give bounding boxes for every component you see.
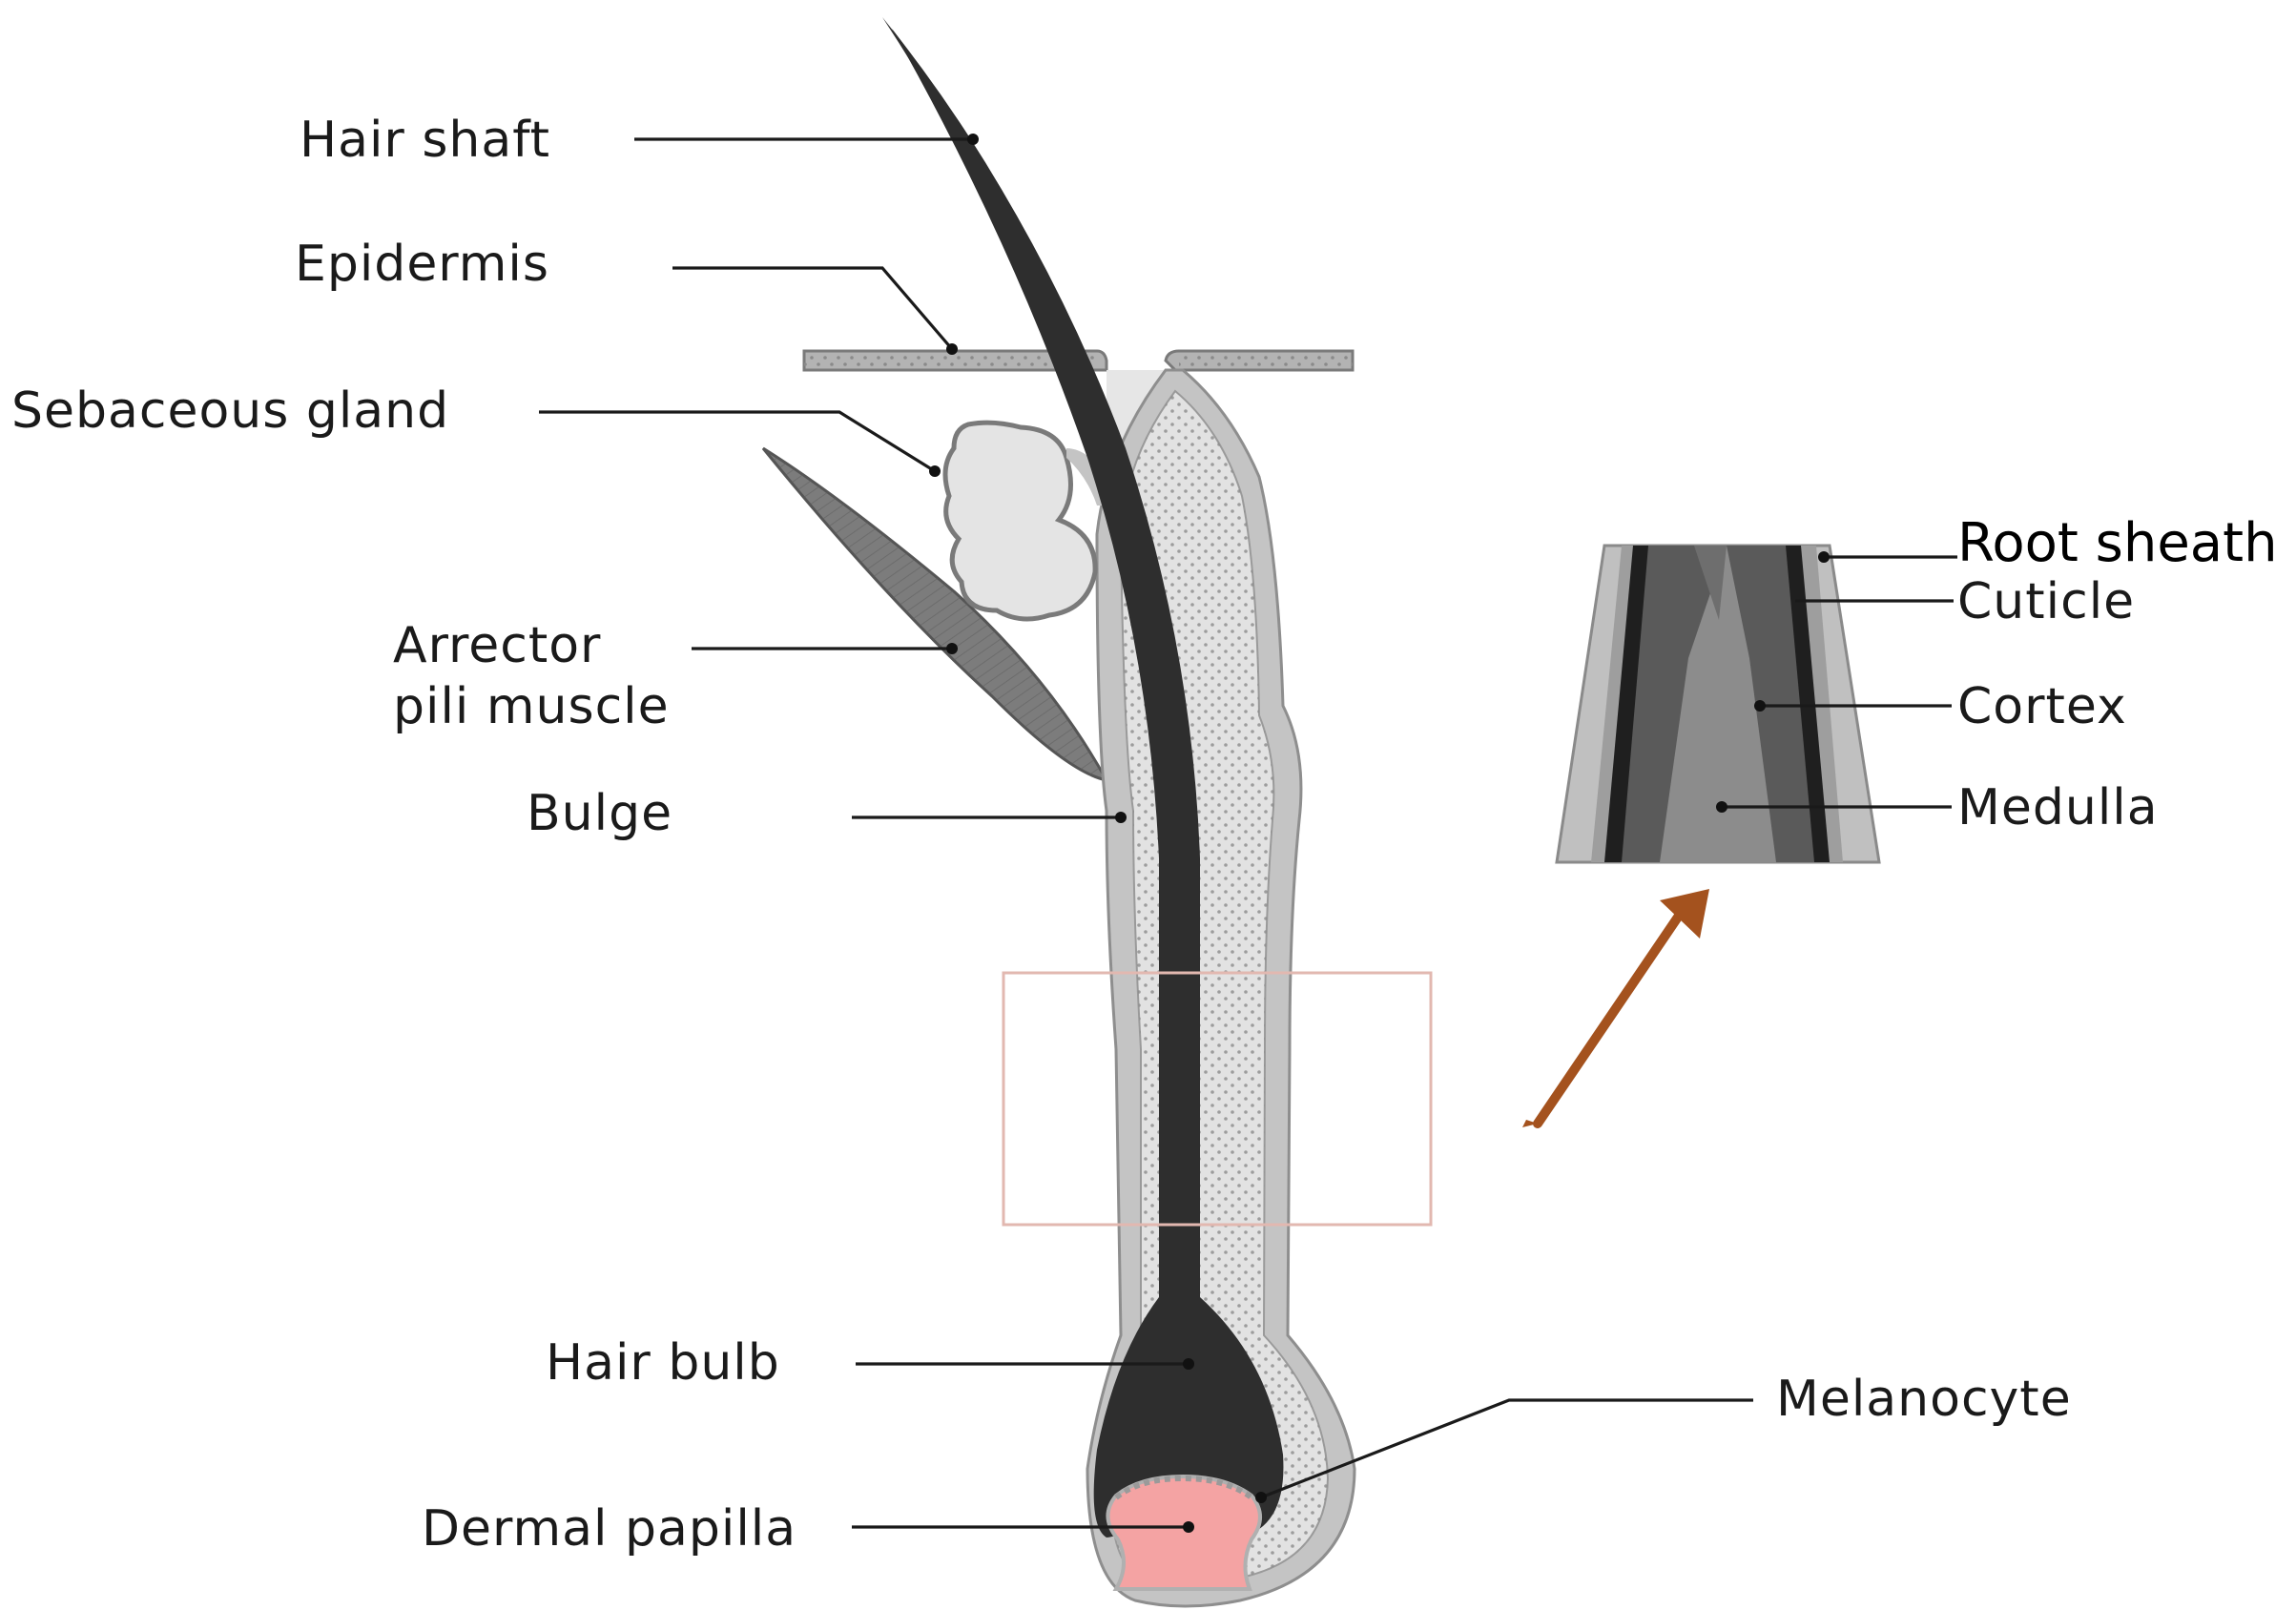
leader-lines <box>539 134 1957 1533</box>
sebaceous-gland-shape <box>942 420 1107 622</box>
hair-shaft-shape <box>882 17 1284 1538</box>
dermal-papilla-shape <box>1106 1474 1262 1591</box>
label-arrector-line2: pili muscle <box>393 678 670 735</box>
epidermis-layer <box>802 349 1355 372</box>
label-bulge: Bulge <box>527 785 672 842</box>
label-cortex: Cortex <box>1957 678 2127 735</box>
label-hair-shaft: Hair shaft <box>300 112 550 169</box>
label-epidermis: Epidermis <box>295 236 549 293</box>
label-root-sheath: Root sheath <box>1957 512 2278 574</box>
label-sebaceous-gland: Sebaceous gland <box>11 382 449 440</box>
label-medulla: Medulla <box>1957 779 2159 836</box>
label-arrector-line1: Arrector <box>393 617 601 674</box>
zoom-arrow <box>1522 889 1709 1128</box>
label-melanocyte: Melanocyte <box>1776 1371 2072 1428</box>
label-dermal-papilla: Dermal papilla <box>422 1500 796 1558</box>
hair-cross-section-inset <box>1555 544 1881 864</box>
zoom-region-box <box>1002 971 1433 1227</box>
label-cuticle: Cuticle <box>1957 573 2135 630</box>
label-hair-bulb: Hair bulb <box>546 1334 780 1392</box>
